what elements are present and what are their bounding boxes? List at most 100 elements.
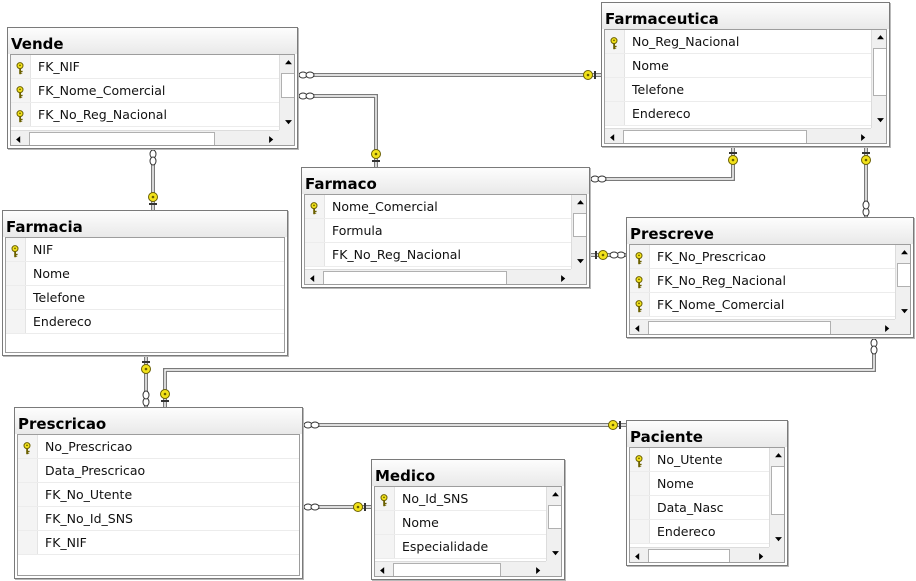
size-grip [546,561,561,576]
column-row[interactable]: Telefone [605,78,871,102]
column-row[interactable]: Especialidade [375,535,546,559]
column-row[interactable]: FK_No_Reg_Nacional [630,269,895,293]
horizontal-scroll-thumb[interactable] [393,563,501,576]
scroll-down-arrow-icon[interactable] [896,302,910,319]
scroll-down-arrow-icon[interactable] [872,111,886,128]
scroll-up-arrow-icon[interactable] [280,55,294,72]
scroll-down-arrow-icon[interactable] [547,544,561,561]
scroll-left-arrow-icon[interactable] [630,320,647,334]
column-row[interactable]: Endereco [630,520,769,544]
vertical-scroll-thumb[interactable] [897,263,910,287]
scroll-down-arrow-icon[interactable] [280,113,294,130]
scroll-left-arrow-icon[interactable] [605,129,622,143]
vertical-scroll-thumb[interactable] [573,213,586,237]
column-row[interactable]: No_Id_SNS [375,487,546,511]
table-header: Farmaco [302,168,589,194]
horizontal-scroll-thumb[interactable] [623,130,807,143]
column-row[interactable]: No_Utente [630,448,769,472]
column-row[interactable]: Nome_Comercial [305,195,571,219]
column-row[interactable]: FK_No_Reg_Nacional [305,243,571,267]
column-row[interactable]: Telefone [6,286,284,310]
column-name: FK_No_Reg_Nacional [38,107,167,122]
horizontal-scroll-thumb[interactable] [29,132,215,145]
scroll-right-arrow-icon[interactable] [262,131,279,145]
vertical-scroll-thumb[interactable] [873,48,886,96]
column-row[interactable]: Endereco [605,102,871,126]
vertical-scrollbar[interactable] [895,245,910,319]
column-name: Telefone [33,290,86,305]
horizontal-scrollbar[interactable] [305,269,571,284]
horizontal-scrollbar[interactable] [630,547,769,562]
column-row[interactable]: FK_Nome_Comercial [630,293,895,317]
scroll-right-arrow-icon[interactable] [529,562,546,576]
vertical-scrollbar[interactable] [571,195,586,269]
column-row[interactable]: FK_No_Prescricao [630,245,895,269]
horizontal-scroll-thumb[interactable] [648,321,831,334]
primary-key-icon [634,298,644,313]
primary-key-icon [634,274,644,289]
vertical-scrollbar[interactable] [546,487,561,561]
scroll-left-arrow-icon[interactable] [630,548,647,562]
horizontal-scroll-thumb[interactable] [323,271,507,284]
horizontal-scrollbar[interactable] [605,128,871,143]
scroll-right-arrow-icon[interactable] [752,548,769,562]
column-row[interactable]: FK_No_Reg_Nacional [11,103,279,127]
scroll-left-arrow-icon[interactable] [375,562,392,576]
column-row[interactable]: Nome [375,511,546,535]
scroll-left-arrow-icon[interactable] [11,131,28,145]
column-row[interactable]: Nome [630,472,769,496]
column-row[interactable]: Nome [6,262,284,286]
column-row[interactable]: FK_No_Id_SNS [18,507,299,531]
horizontal-scroll-thumb[interactable] [648,549,730,562]
scroll-up-arrow-icon[interactable] [770,448,784,465]
column-row[interactable]: Endereco [6,310,284,334]
column-row[interactable]: FK_No_Utente [18,483,299,507]
table-title: Vende [11,35,64,53]
primary-key-icon [309,200,319,215]
primary-key-icon [10,243,20,258]
scroll-up-arrow-icon[interactable] [896,245,910,262]
row-selector [630,472,650,495]
column-row[interactable]: FK_NIF [18,531,299,555]
scroll-right-arrow-icon[interactable] [854,129,871,143]
scroll-right-arrow-icon[interactable] [554,270,571,284]
column-row[interactable]: No_Prescricao [18,435,299,459]
vertical-scrollbar[interactable] [871,30,886,128]
column-row[interactable]: Formula [305,219,571,243]
horizontal-scrollbar[interactable] [375,561,546,576]
vertical-scroll-thumb[interactable] [281,73,294,98]
column-row[interactable]: Data_Prescricao [18,459,299,483]
scroll-down-arrow-icon[interactable] [770,530,784,547]
column-row[interactable]: NIF [6,238,284,262]
key-end-marker-icon [353,502,366,512]
column-row[interactable]: FK_NIF [11,55,279,79]
horizontal-scrollbar[interactable] [11,130,279,145]
vertical-scroll-thumb[interactable] [548,505,561,529]
scroll-down-arrow-icon[interactable] [572,252,586,269]
column-row[interactable]: Nome [605,54,871,78]
primary-key-icon [15,108,25,123]
vertical-scrollbar[interactable] [769,448,784,547]
column-name: FK_No_Prescricao [657,249,766,264]
scroll-up-arrow-icon[interactable] [572,195,586,212]
scroll-up-arrow-icon[interactable] [547,487,561,504]
horizontal-scrollbar[interactable] [630,319,895,334]
column-row[interactable]: FK_Nome_Comercial [11,79,279,103]
scroll-up-arrow-icon[interactable] [872,30,886,47]
scroll-left-arrow-icon[interactable] [305,270,322,284]
vertical-scroll-thumb[interactable] [771,466,784,515]
scroll-right-arrow-icon[interactable] [878,320,895,334]
column-row[interactable]: No_Reg_Nacional [605,30,871,54]
vertical-scrollbar[interactable] [279,55,294,130]
column-row[interactable]: Data_Nasc [630,496,769,520]
